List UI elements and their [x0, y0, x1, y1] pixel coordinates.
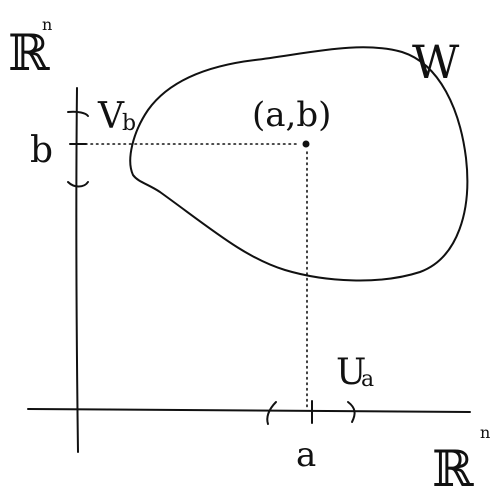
y-neighborhood-subscript: b: [122, 111, 136, 136]
y-tick-label-b: b: [30, 130, 53, 171]
y-neighborhood-label: V: [97, 96, 125, 137]
v-b-bracket-bottom: [67, 181, 89, 188]
region-w-label: W: [412, 35, 460, 89]
vertical-axis: [75, 87, 79, 453]
x-neighborhood-label: U: [336, 352, 366, 393]
v-b-bracket-top: [67, 110, 89, 117]
y-axis-label: ℝ: [8, 24, 50, 82]
x-neighborhood-subscript: a: [361, 367, 374, 392]
x-axis-superscript: n: [480, 423, 490, 442]
region-w-boundary: [129, 46, 469, 282]
x-axis-label: ℝ: [432, 440, 474, 498]
x-tick-label-a: a: [296, 435, 316, 475]
u-a-bracket-left: [266, 401, 277, 425]
point-ab-marker: [302, 140, 310, 148]
point-ab-label: (a,b): [252, 95, 331, 135]
u-a-bracket-right: [347, 401, 356, 423]
horizontal-axis: [27, 408, 471, 413]
y-axis-superscript: n: [42, 15, 52, 34]
